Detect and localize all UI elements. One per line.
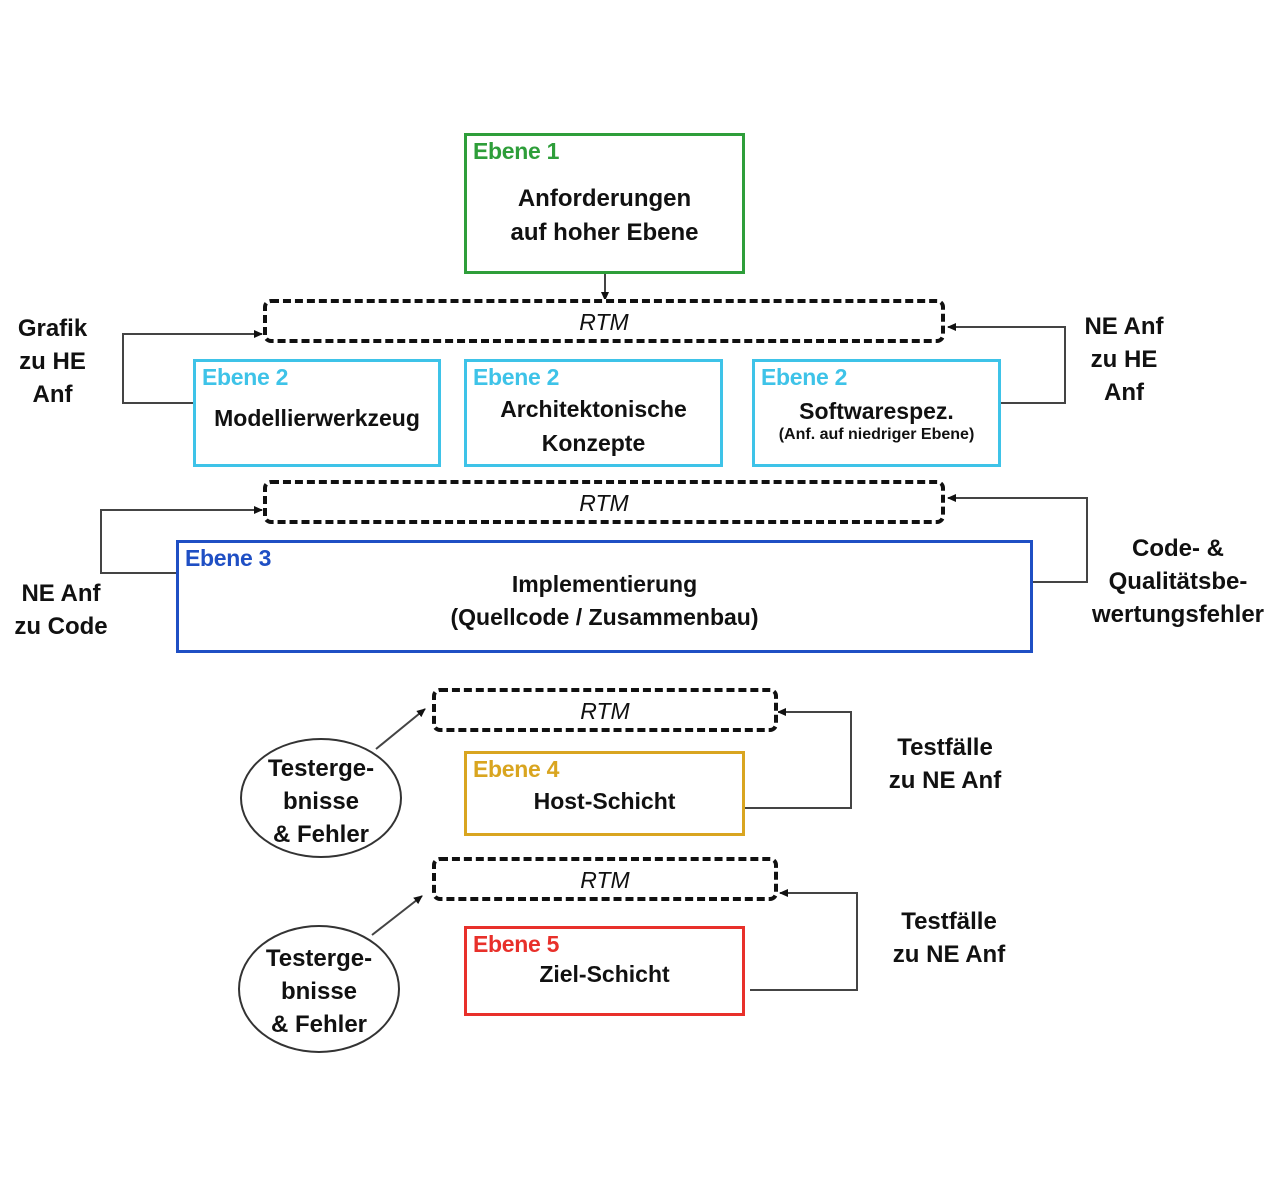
side-label-testfaelle-1: Testfälle zu NE Anf xyxy=(870,731,1020,797)
side-label-code-quality-3: wertungsfehler xyxy=(1091,601,1265,628)
test-results-ellipse-1: Testerge- bnisse & Fehler xyxy=(240,738,402,858)
level2-text-3a: Softwarespez. xyxy=(799,398,954,424)
level2-box-modellierwerkzeug: Ebene 2 Modellierwerkzeug xyxy=(193,359,441,467)
rtm-label-3: RTM xyxy=(580,698,630,724)
side-label-ne-he-1: NE Anf xyxy=(1084,313,1164,340)
side-label-grafik-3: Anf xyxy=(32,381,73,408)
rtm-row-4: RTM xyxy=(432,857,778,901)
level4-text: Host-Schicht xyxy=(533,788,676,814)
test-results-ellipse-2: Testerge- bnisse & Fehler xyxy=(238,925,400,1053)
level2-text-2a: Architektonische xyxy=(500,396,687,422)
side-label-testfaelle-1a: Testfälle xyxy=(897,734,993,761)
rtm-label-2: RTM xyxy=(579,490,629,516)
level2-text-3b: (Anf. auf niedriger Ebene) xyxy=(778,426,975,443)
rtm-label-1: RTM xyxy=(579,309,629,335)
level1-text-2: auf hoher Ebene xyxy=(510,219,699,246)
rtm-row-3: RTM xyxy=(432,688,778,732)
level2-text-1: Modellierwerkzeug xyxy=(214,405,420,431)
side-label-ne-code: NE Anf zu Code xyxy=(0,577,122,643)
test-results-1-line1: Testerge- xyxy=(267,755,375,782)
level4-box: Ebene 4 Host-Schicht xyxy=(464,751,745,836)
level5-box: Ebene 5 Ziel-Schicht xyxy=(464,926,745,1016)
level5-label: Ebene 5 xyxy=(473,931,560,957)
rtm-row-1: RTM xyxy=(263,299,945,343)
side-label-testfaelle-2: Testfälle zu NE Anf xyxy=(874,905,1024,971)
level1-box: Ebene 1 Anforderungen auf hoher Ebene xyxy=(464,133,745,274)
rtm-label-4: RTM xyxy=(580,867,630,893)
test-results-2-line1: Testerge- xyxy=(265,945,373,972)
side-label-testfaelle-2b: zu NE Anf xyxy=(892,941,1006,968)
side-label-grafik: Grafik zu HE Anf xyxy=(0,312,105,411)
level2-label-1: Ebene 2 xyxy=(202,364,289,390)
side-label-grafik-1: Grafik xyxy=(17,315,88,342)
level3-box: Ebene 3 Implementierung (Quellcode / Zus… xyxy=(176,540,1033,653)
side-label-ne-code-1: NE Anf xyxy=(21,580,101,607)
level2-label-2: Ebene 2 xyxy=(473,364,560,390)
side-label-ne-he: NE Anf zu HE Anf xyxy=(1068,310,1180,409)
side-label-code-quality: Code- & Qualitätsbe- wertungsfehler xyxy=(1078,532,1278,631)
side-label-grafik-2: zu HE xyxy=(19,348,86,375)
side-label-ne-he-3: Anf xyxy=(1104,379,1144,406)
level5-text: Ziel-Schicht xyxy=(539,961,670,987)
level2-label-3: Ebene 2 xyxy=(761,364,848,390)
test-results-2-line2: bnisse xyxy=(280,978,358,1005)
side-label-code-quality-1: Code- & xyxy=(1132,535,1224,562)
test-results-2-line3: & Fehler xyxy=(270,1011,368,1038)
side-label-ne-code-2: zu Code xyxy=(14,613,108,640)
level4-label: Ebene 4 xyxy=(473,756,560,782)
level2-text-2b: Konzepte xyxy=(541,430,646,456)
side-label-testfaelle-1b: zu NE Anf xyxy=(888,767,1002,794)
test-results-1-line2: bnisse xyxy=(282,788,360,815)
test-results-1-line3: & Fehler xyxy=(272,821,370,848)
level2-box-architektonische-konzepte: Ebene 2 Architektonische Konzepte xyxy=(464,359,723,467)
level1-text-1: Anforderungen xyxy=(517,185,692,212)
level3-text-2: (Quellcode / Zusammenbau) xyxy=(450,604,759,630)
side-label-code-quality-2: Qualitätsbe- xyxy=(1108,568,1248,595)
side-label-ne-he-2: zu HE xyxy=(1090,346,1158,373)
level1-label: Ebene 1 xyxy=(473,138,560,164)
level3-text-1: Implementierung xyxy=(511,571,698,597)
level2-box-softwarespez: Ebene 2 Softwarespez. (Anf. auf niedrige… xyxy=(752,359,1001,467)
level3-label: Ebene 3 xyxy=(185,545,272,571)
side-label-testfaelle-2a: Testfälle xyxy=(901,908,997,935)
rtm-row-2: RTM xyxy=(263,480,945,524)
